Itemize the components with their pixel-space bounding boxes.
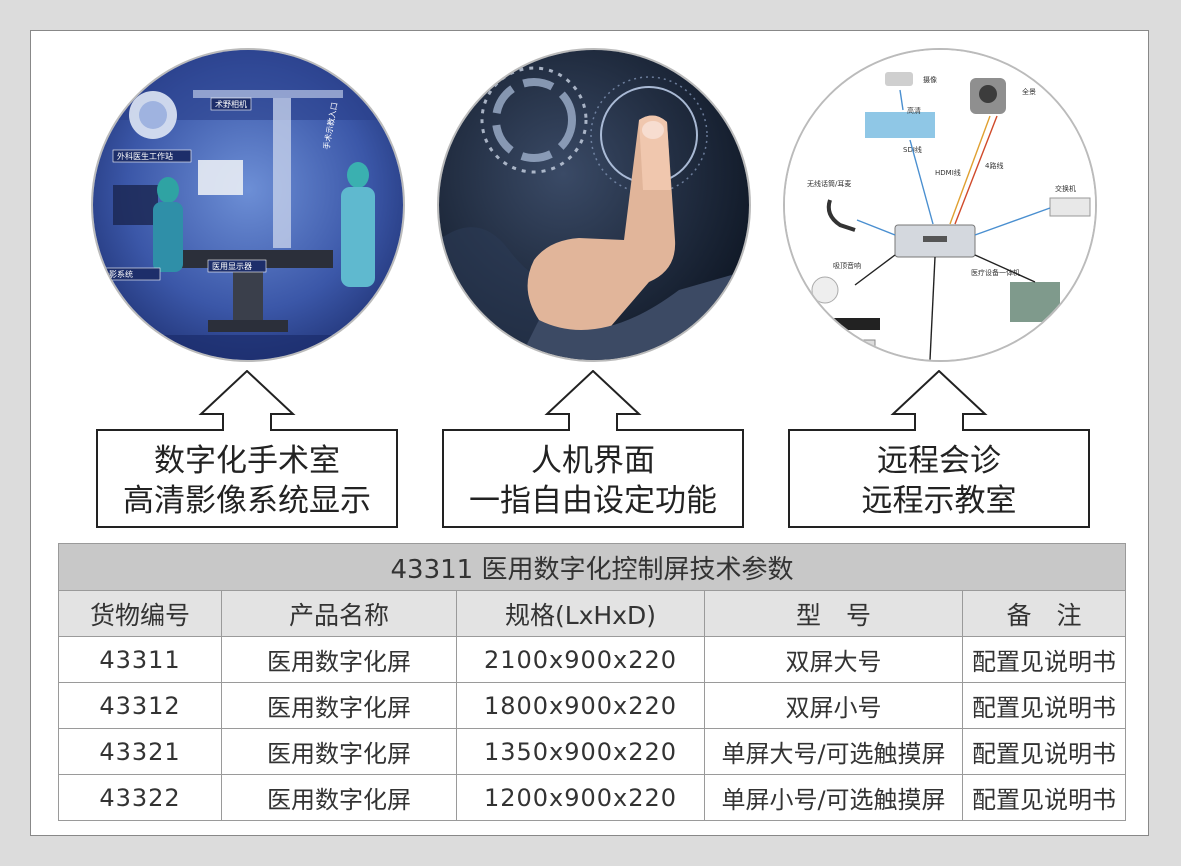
cell-spec: 1200x900x220 [456, 774, 705, 821]
feature-hmi: 人机界面 一指自由设定功能 [442, 370, 744, 528]
up-arrow-icon [442, 370, 744, 528]
touch-interface-image [437, 48, 751, 362]
cell-spec: 2100x900x220 [456, 636, 705, 683]
table-row: 43311 医用数字化屏 2100x900x220 双屏大号 配置见说明书 [58, 636, 1126, 683]
up-arrow-icon [788, 370, 1090, 528]
remote-system-diagram: 摄像 全景 高清 SDI线 HDMI线 4路线 无线话筒/耳麦 交换机 吸顶音响… [783, 48, 1097, 362]
operating-room-image: 术野相机 外科医生工作站 医用显示器 影系统 手术示教入口 [91, 48, 405, 362]
table-title: 43311 医用数字化控制屏技术参数 [58, 543, 1126, 591]
diagram-label-mic: 无线话筒/耳麦 [807, 179, 851, 188]
header-spec: 规格(LxHxD) [456, 590, 705, 637]
spec-table: 43311 医用数字化控制屏技术参数 货物编号 产品名称 规格(LxHxD) 型… [58, 543, 1126, 821]
diagram-label-camera: 摄像 [923, 75, 937, 84]
feature-title: 人机界面 [531, 443, 655, 479]
diagram-label-panorama: 全景 [1022, 87, 1036, 96]
or-label-camera: 术野相机 [215, 99, 247, 109]
feature-digital-or: 数字化手术室 高清影像系统显示 [96, 370, 398, 528]
feature-title: 数字化手术室 [154, 443, 340, 479]
cell-product-name: 医用数字化屏 [221, 682, 457, 729]
table-header-row: 货物编号 产品名称 规格(LxHxD) 型 号 备 注 [58, 590, 1126, 637]
feature-subtitle: 远程示教室 [861, 483, 1017, 519]
cell-remark: 配置见说明书 [962, 774, 1126, 821]
diagram-label-hdmi: HDMI线 [935, 168, 961, 177]
cell-spec: 1350x900x220 [456, 728, 705, 775]
diagram-label-switch: 交换机 [1055, 184, 1076, 193]
feature-subtitle: 高清影像系统显示 [123, 483, 371, 519]
feature-remote: 远程会诊 远程示教室 [788, 370, 1090, 528]
up-arrow-icon [96, 370, 398, 528]
cell-product-name: 医用数字化屏 [221, 774, 457, 821]
cell-item-no: 43322 [58, 774, 222, 821]
diagram-label-speaker: 吸顶音响 [833, 261, 861, 270]
diagram-label-hd: 高清 [907, 106, 921, 115]
feature-subtitle: 一指自由设定功能 [469, 483, 717, 519]
cell-item-no: 43312 [58, 682, 222, 729]
header-remark: 备 注 [962, 590, 1126, 637]
table-row: 43322 医用数字化屏 1200x900x220 单屏小号/可选触摸屏 配置见… [58, 774, 1126, 821]
cell-remark: 配置见说明书 [962, 728, 1126, 775]
feature-title: 远程会诊 [877, 443, 1001, 479]
diagram-label-device: 医疗设备一体机 [971, 268, 1020, 277]
cell-item-no: 43311 [58, 636, 222, 683]
cell-product-name: 医用数字化屏 [221, 636, 457, 683]
header-model: 型 号 [704, 590, 963, 637]
or-label-workstation: 外科医生工作站 [117, 151, 173, 161]
table-row: 43312 医用数字化屏 1800x900x220 双屏小号 配置见说明书 [58, 682, 1126, 729]
cell-product-name: 医用数字化屏 [221, 728, 457, 775]
cell-item-no: 43321 [58, 728, 222, 775]
header-product-name: 产品名称 [221, 590, 457, 637]
diagram-label-4way: 4路线 [985, 161, 1003, 170]
cell-model: 双屏小号 [704, 682, 963, 729]
table-row: 43321 医用数字化屏 1350x900x220 单屏大号/可选触摸屏 配置见… [58, 728, 1126, 775]
cell-model: 单屏小号/可选触摸屏 [704, 774, 963, 821]
cell-model: 双屏大号 [704, 636, 963, 683]
cell-remark: 配置见说明书 [962, 636, 1126, 683]
or-label-display: 医用显示器 [212, 262, 252, 271]
cell-remark: 配置见说明书 [962, 682, 1126, 729]
cell-model: 单屏大号/可选触摸屏 [704, 728, 963, 775]
cell-spec: 1800x900x220 [456, 682, 705, 729]
header-item-no: 货物编号 [58, 590, 222, 637]
or-label-system: 影系统 [109, 269, 133, 279]
